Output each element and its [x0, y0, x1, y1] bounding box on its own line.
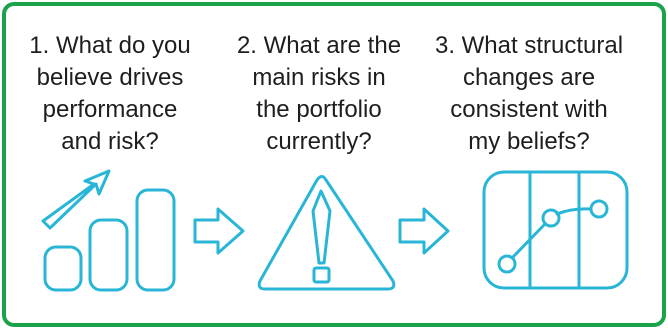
step-3-text: 3. What structural changes are consisten…: [434, 32, 624, 155]
bar-chart-up-arrow-icon: [41, 169, 176, 292]
line-chart-panel-icon: [482, 170, 629, 290]
right-arrow-icon: [193, 207, 245, 255]
step-1-text: 1. What do you believe drives performanc…: [29, 32, 191, 155]
right-arrow-icon: [398, 207, 450, 255]
warning-triangle-icon: [257, 175, 396, 291]
step-2-text: 2. What are the main risks in the portfo…: [236, 32, 402, 155]
